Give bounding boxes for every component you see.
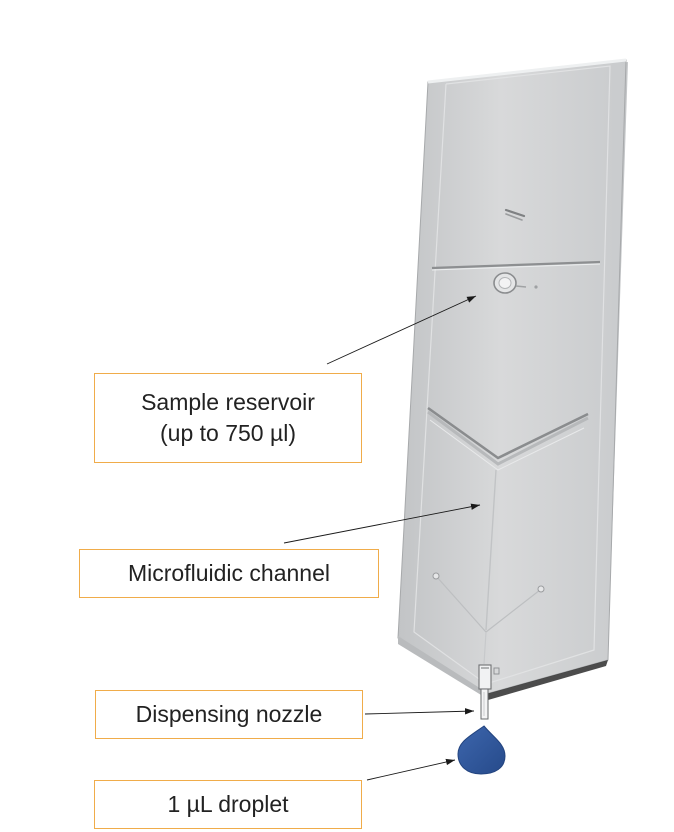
sample-reservoir-callout: Sample reservoir (up to 750 µl) <box>94 373 362 463</box>
cartridge-top-lip <box>427 58 627 84</box>
side-port-left <box>432 572 440 580</box>
cartridge-bottom-bevel <box>398 636 486 698</box>
microfluidic-channel-callout: Microfluidic channel <box>79 549 379 598</box>
channel-line <box>485 469 497 631</box>
droplet-callout: 1 µL droplet <box>94 780 362 829</box>
droplet-leader-line <box>366 758 456 781</box>
sample-reservoir-capacity: (up to 750 µl) <box>160 420 296 446</box>
droplet-shape <box>457 725 506 775</box>
vent-slot <box>504 208 526 218</box>
nozzle-leader-line <box>364 708 475 715</box>
nozzle-assembly <box>478 664 500 720</box>
reservoir-floor <box>427 406 589 460</box>
side-port-right <box>537 585 545 593</box>
cartridge-bottom-shadow <box>486 660 608 700</box>
channel-leader-line <box>283 503 481 544</box>
dispensing-nozzle-label: Dispensing nozzle <box>135 701 323 727</box>
microfluidic-channel-label: Microfluidic channel <box>128 560 330 586</box>
cartridge-main-face <box>397 59 627 695</box>
chamber-divider <box>431 260 601 270</box>
sample-reservoir-label: Sample reservoir <box>141 389 315 415</box>
cartridge-body <box>397 58 628 700</box>
reservoir-leader-line <box>326 295 477 365</box>
dispensing-nozzle-callout: Dispensing nozzle <box>95 690 363 739</box>
nozzle-tip <box>480 688 489 720</box>
cartridge-inner-rim <box>413 65 611 685</box>
droplet-label: 1 µL droplet <box>167 791 289 817</box>
